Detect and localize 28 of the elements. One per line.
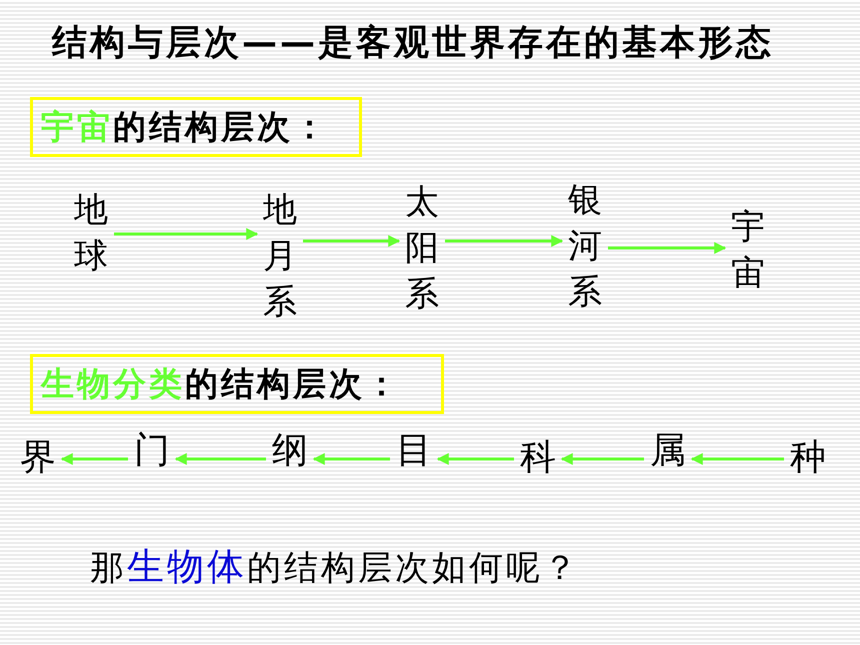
section-heading: 生物分类的结构层次： bbox=[41, 364, 401, 404]
level-label: 地月系 bbox=[263, 188, 297, 326]
heading-frame bbox=[30, 97, 362, 157]
arrow bbox=[608, 242, 726, 254]
level-label: 地球 bbox=[74, 188, 108, 280]
level-label: 门 bbox=[134, 430, 170, 472]
arrow bbox=[174, 453, 266, 465]
level-label: 科 bbox=[520, 437, 556, 478]
level-label: 属 bbox=[650, 430, 686, 472]
level-label: 银河系 bbox=[568, 178, 602, 316]
level-label: 界 bbox=[20, 437, 56, 478]
arrow bbox=[436, 453, 514, 465]
level-label: 种 bbox=[790, 437, 826, 478]
level-label: 宇宙 bbox=[731, 205, 765, 297]
arrow bbox=[560, 453, 644, 465]
question-text: 那生物体的结构层次如何呢？ bbox=[90, 545, 580, 590]
arrow bbox=[114, 228, 258, 240]
arrow bbox=[445, 235, 564, 247]
level-label: 目 bbox=[396, 430, 432, 472]
arrow bbox=[303, 235, 400, 247]
level-label: 纲 bbox=[272, 430, 308, 472]
section-heading: 宇宙的结构层次： bbox=[41, 107, 329, 147]
arrow bbox=[690, 453, 784, 465]
heading-frame bbox=[30, 354, 444, 414]
arrow bbox=[60, 453, 128, 465]
arrow bbox=[312, 453, 390, 465]
level-label: 太阳系 bbox=[405, 180, 439, 318]
slide-title: 结构与层次——是客观世界存在的基本形态 bbox=[52, 22, 774, 64]
